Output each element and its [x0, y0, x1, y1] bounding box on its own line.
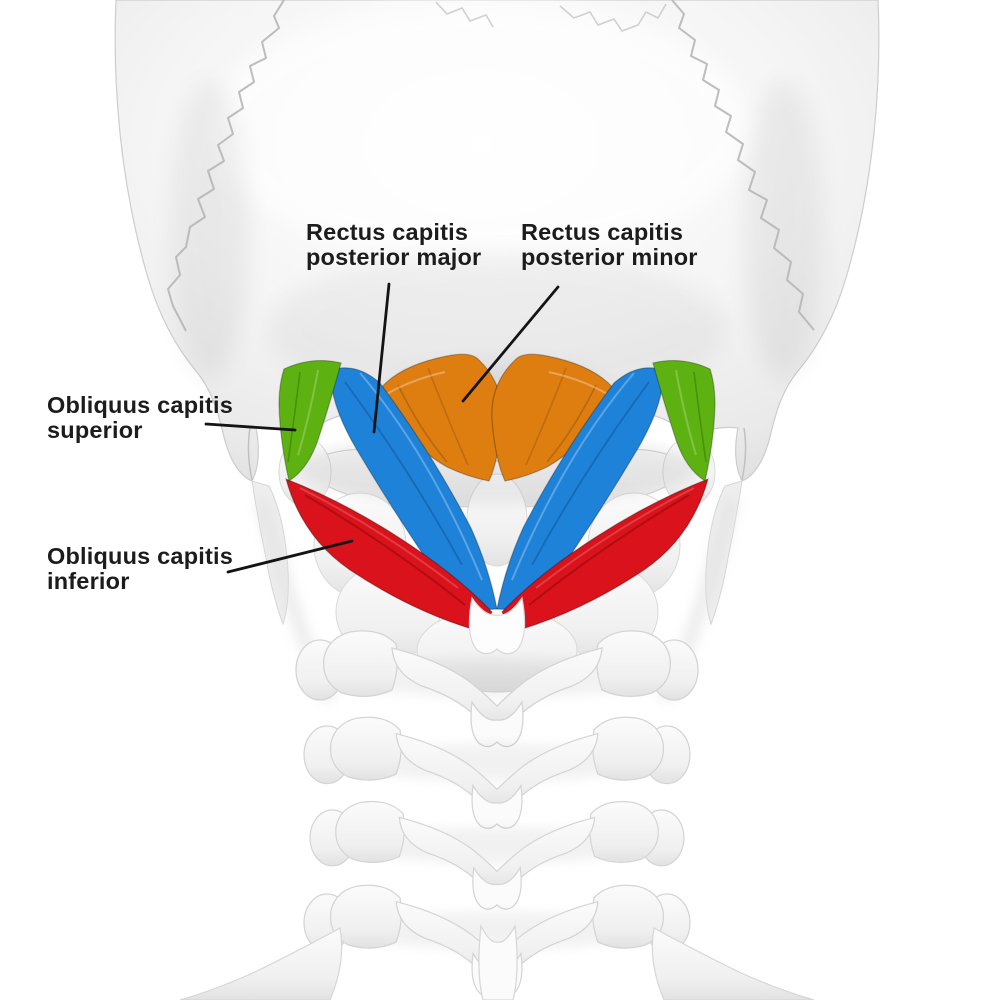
rib-flare-right	[651, 927, 815, 1000]
muscle-highlight-line	[299, 487, 459, 589]
muscle-obliquus-capitis-superior-pair	[278, 359, 716, 482]
label-line: Obliquus capitis	[47, 392, 234, 418]
label-rectus-capitis-posterior-minor: Rectus capitis posterior minor	[521, 220, 698, 270]
lambdoid-suture-right	[671, 0, 815, 331]
label-rectus-capitis-posterior-major: Rectus capitis posterior major	[306, 220, 481, 270]
muscle-fiber-line	[427, 367, 469, 466]
skull-right-temporal-shade	[744, 80, 824, 380]
leader-rectus-minor	[461, 285, 560, 403]
label-line: posterior minor	[521, 244, 698, 270]
lambda-suture-jag-left	[435, 1, 494, 28]
skull-left-temporal-shade	[170, 80, 250, 380]
muscle-highlight-line	[384, 371, 446, 396]
rib-flare-left	[179, 927, 343, 1000]
lambda-suture-jag-right	[559, 3, 667, 32]
label-line: Obliquus capitis	[47, 543, 234, 569]
muscle-highlight-line	[297, 369, 319, 456]
muscle-fiber-line	[344, 381, 463, 566]
muscles	[278, 353, 716, 655]
skull	[114, 0, 880, 482]
label-line: posterior major	[306, 244, 482, 270]
label-obliquus-capitis-superior: Obliquus capitis superior	[47, 393, 233, 443]
leader-obliquus-superior	[204, 422, 297, 432]
label-obliquus-capitis-inferior: Obliquus capitis inferior	[47, 544, 233, 594]
label-line: superior	[47, 417, 143, 443]
muscle-rectus-capitis-posterior-major-pair	[330, 366, 665, 611]
cervical-spine	[179, 631, 815, 1000]
label-line: inferior	[47, 568, 130, 594]
c7-spinous-process	[478, 923, 518, 1000]
axis-spinous-process	[468, 596, 526, 655]
mastoid-notch-left	[247, 427, 253, 481]
muscle-obliquus-capitis-superior-left	[278, 359, 342, 482]
muscle-fiber-line	[397, 384, 448, 463]
skull-occipital-shade	[267, 250, 727, 410]
label-line: Rectus capitis	[306, 219, 469, 245]
muscle-fiber-line	[287, 371, 301, 463]
leader-obliquus-inferior	[226, 539, 354, 574]
mastoid-notch-right	[741, 427, 747, 481]
muscle-fiber-line	[304, 494, 466, 606]
lambdoid-suture-left	[167, 0, 285, 332]
label-line: Rectus capitis	[521, 219, 684, 245]
skull-top-highlight	[210, 0, 750, 260]
leader-rectus-major	[372, 282, 391, 434]
leader-lines	[204, 282, 560, 574]
